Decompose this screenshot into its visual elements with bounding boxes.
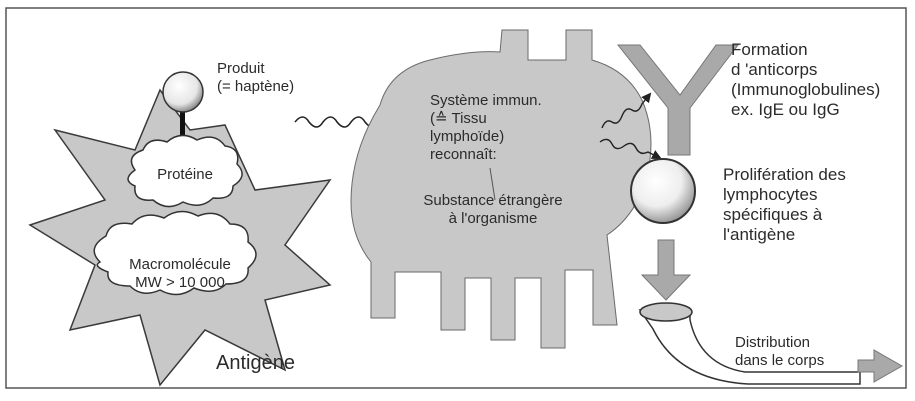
protein-label: Protéine (140, 166, 230, 184)
hapten-label: Produit (= haptène) (217, 60, 294, 96)
immune-system-shape (351, 30, 651, 348)
antibody-formation-label: Formation d 'anticorps (Immunoglobulines… (731, 40, 880, 120)
antigen-title: Antigène (216, 352, 295, 374)
foreign-substance-label: Substance étrangère à l'organisme (398, 192, 588, 228)
distribution-label: Distribution dans le corps (735, 334, 824, 370)
distribution-arrow (858, 350, 902, 382)
immune-system-label: Système immun. (≙ Tissu lymphoïde) recon… (430, 92, 542, 164)
hapten-ball (163, 72, 203, 112)
lymphocyte-proliferation-label: Prolifération des lymphocytes spécifique… (723, 165, 846, 245)
macromolecule-label: Macromolécule MW > 10 000 (100, 256, 260, 292)
lymphocyte-cell (631, 159, 695, 223)
proliferation-arrow (642, 240, 690, 300)
tube-opening (640, 303, 692, 321)
